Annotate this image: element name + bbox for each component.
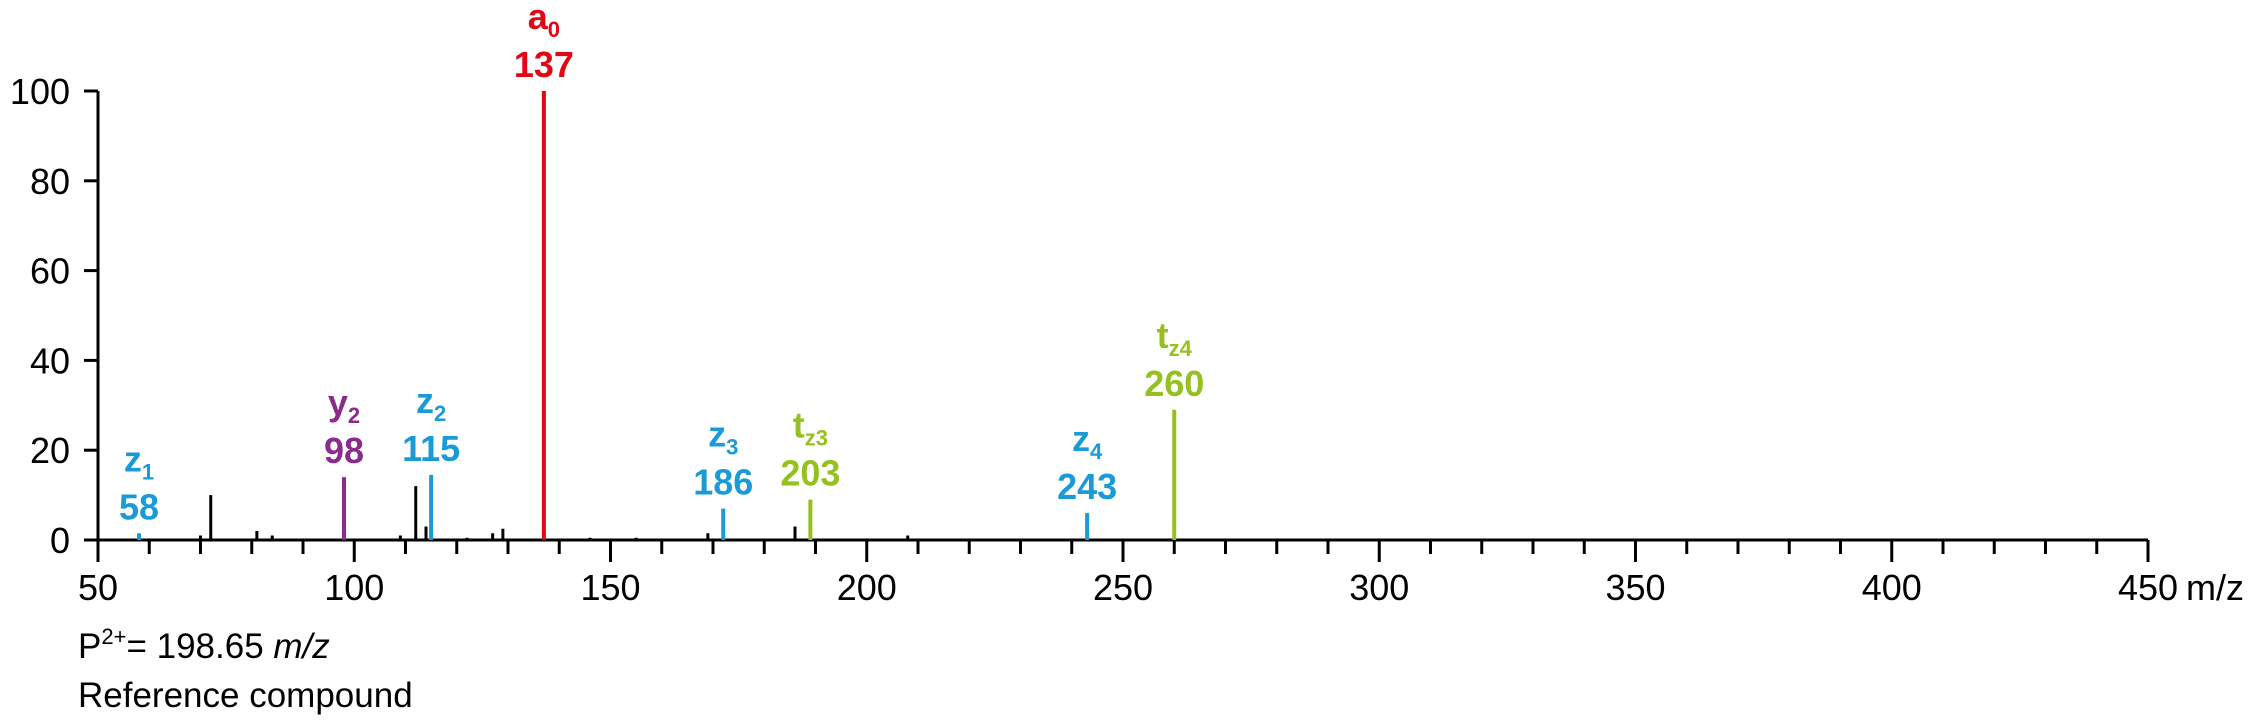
peak-ion-label: tz4 [1157,315,1193,361]
y-tick-label: 40 [30,340,70,381]
ion-letter: z [124,438,142,479]
peak-ion-label: z3 [708,414,738,460]
ion-subscript: 3 [726,435,738,460]
y-tick-label: 80 [30,161,70,202]
y-tick-label: 0 [50,520,70,561]
y-tick-label: 20 [30,430,70,471]
precursor-caption: P2+= 198.65 m/z [78,624,330,667]
peak-ion-label: z1 [124,438,154,484]
peak-value-label: 115 [402,428,460,469]
x-tick-label: 350 [1605,567,1665,608]
ion-letter: t [793,405,805,446]
precursor-symbol: P [78,627,102,666]
peak-value-label: 137 [514,44,574,85]
x-tick-label: 50 [78,567,118,608]
ion-subscript: z4 [1169,336,1193,361]
ion-letter: a [528,0,549,37]
ion-letter: t [1157,315,1169,356]
x-tick-label: 400 [1862,567,1922,608]
peak-value-label: 260 [1144,363,1204,404]
ion-subscript: 4 [1090,439,1103,464]
peak-ion-label: y2 [328,382,360,428]
peak-ion-label: tz3 [793,405,828,451]
x-tick-label: 100 [324,567,384,608]
ion-subscript: 0 [548,17,560,42]
x-tick-label: 200 [837,567,897,608]
precursor-charge: 2+ [101,624,127,649]
peak-value-label: 58 [119,486,159,527]
x-tick-label: 250 [1093,567,1153,608]
peak-ion-label: z2 [416,380,446,426]
ion-subscript: z3 [805,426,828,451]
compound-caption: Reference compound [78,676,413,715]
peak-ion-label: z4 [1072,418,1103,464]
ion-letter: z [708,414,726,455]
ion-subscript: 1 [142,459,154,484]
ion-letter: y [328,382,348,423]
peak-value-label: 243 [1057,466,1117,507]
ion-subscript: 2 [348,403,360,428]
y-tick-label: 60 [30,251,70,292]
x-tick-label: 150 [580,567,640,608]
ion-letter: z [1072,418,1090,459]
precursor-unit: m/z [273,627,330,666]
ion-letter: z [416,380,434,421]
x-tick-label: 450 [2118,567,2178,608]
precursor-value: = 198.65 [126,627,274,666]
peak-ion-label: a0 [528,0,560,42]
peak-value-label: 186 [693,462,753,503]
x-tick-label: 300 [1349,567,1409,608]
ion-subscript: 2 [434,401,446,426]
peak-value-label: 98 [324,430,364,471]
peak-value-label: 203 [780,453,840,494]
x-axis-label: m/z [2186,567,2244,608]
y-tick-label: 100 [10,71,70,112]
